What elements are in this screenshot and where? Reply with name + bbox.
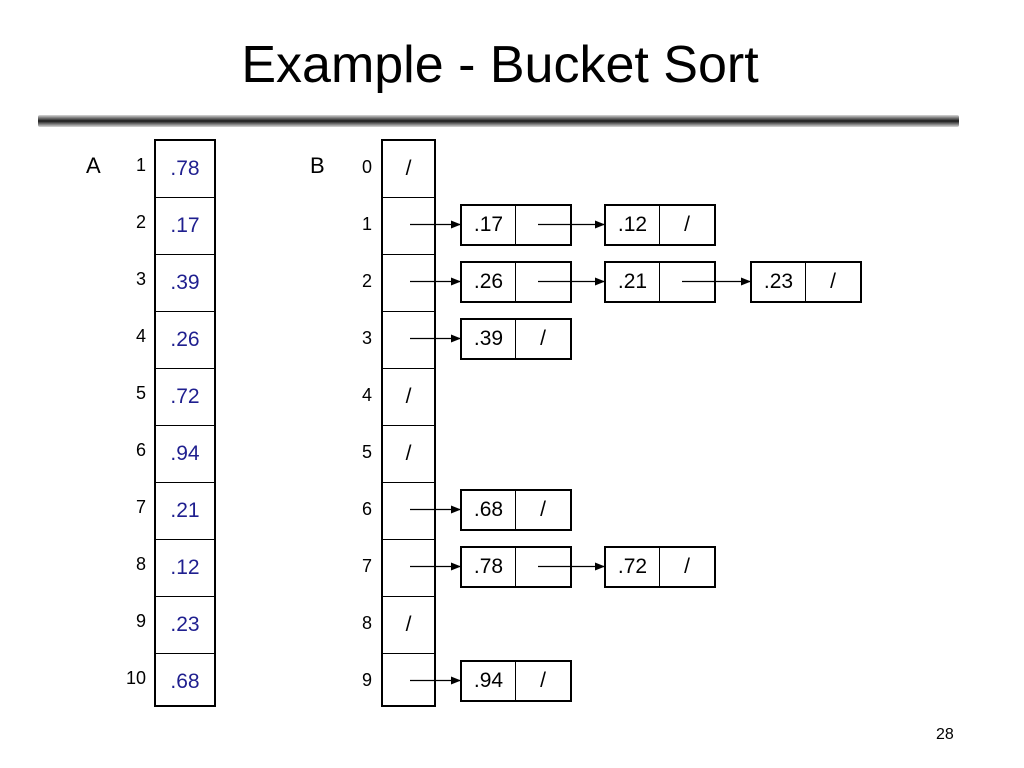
list-node-value: .39 [462,319,516,358]
array-a-index: 5 [135,383,146,403]
array-a-cell: .78 [156,141,214,198]
list-node: .21 [604,260,716,303]
list-node: .68 / [460,488,572,531]
array-b-index: 9 [361,670,372,690]
slide-title: Example - Bucket Sort [241,36,759,94]
array-a-index: 1 [135,155,146,175]
list-node-pointer: / [684,212,690,236]
page-number: 28 [936,726,954,743]
array-b-cell: / [383,597,434,654]
array-a-index: 3 [135,269,146,289]
list-node-pointer [516,206,570,244]
list-node-pointer: / [540,497,546,521]
list-node-pointer [516,548,570,586]
list-node-pointer: / [684,554,690,578]
list-node-value: .21 [606,262,660,301]
list-node: .26 [460,260,572,303]
array-a-cell: .72 [156,369,214,426]
array-b-cell [383,198,434,255]
array-b-cell [383,483,434,540]
array-b-index: 0 [361,157,372,177]
array-b-index: 7 [361,556,372,576]
list-node-pointer: / [830,269,836,293]
array-a-cell: .17 [156,198,214,255]
list-node-pointer: / [540,668,546,692]
array-b-cell: / [383,426,434,483]
list-node-value: .72 [606,547,660,586]
list-node: .23 / [750,260,862,303]
list-node-value: .17 [462,205,516,244]
array-b-index: 8 [361,613,372,633]
array-a-cell: .68 [170,669,200,693]
array-a-index: 9 [135,611,146,631]
list-node-value: .94 [462,661,516,700]
array-b-cell: / [383,141,434,198]
title-rule [38,115,959,127]
array-b-cell [383,255,434,312]
array-b-cell: / [383,369,434,426]
list-node-pointer: / [540,326,546,350]
array-a-index: 4 [135,326,146,346]
list-node: .39 / [460,317,572,360]
array-b-cell [383,312,434,369]
array-a-cell: .39 [156,255,214,312]
array-a: .78.17.39.26.72.94.21.12.23 .68 [154,139,216,707]
list-node-value: .12 [606,205,660,244]
array-a-cell: .21 [156,483,214,540]
array-a-label: A [86,153,101,178]
array-a-cell: .23 [156,597,214,654]
list-node: .72 / [604,545,716,588]
array-b-label: B [310,153,325,178]
list-node-value: .68 [462,490,516,529]
list-node-pointer [516,263,570,301]
array-a-cell: .12 [156,540,214,597]
list-node-value: .78 [462,547,516,586]
array-b-cell [383,540,434,597]
list-node-value: .23 [752,262,806,301]
array-b-index: 5 [361,442,372,462]
list-node: .94 / [460,659,572,702]
array-b-index: 2 [361,271,372,291]
list-node-pointer [660,263,714,301]
array-b-index: 4 [361,385,372,405]
array-b-index: 3 [361,328,372,348]
list-node: .12 / [604,203,716,246]
array-a-index: 10 [125,668,146,688]
list-node: .17 [460,203,572,246]
list-node: .78 [460,545,572,588]
array-b-index: 1 [361,214,372,234]
array-a-index: 2 [135,212,146,232]
array-a-cell: .94 [156,426,214,483]
array-a-index: 7 [135,497,146,517]
array-a-cell: .26 [156,312,214,369]
array-b-index: 6 [361,499,372,519]
array-b: //// [381,139,436,707]
array-a-index: 6 [135,440,146,460]
list-node-value: .26 [462,262,516,301]
array-a-index: 8 [135,554,146,574]
